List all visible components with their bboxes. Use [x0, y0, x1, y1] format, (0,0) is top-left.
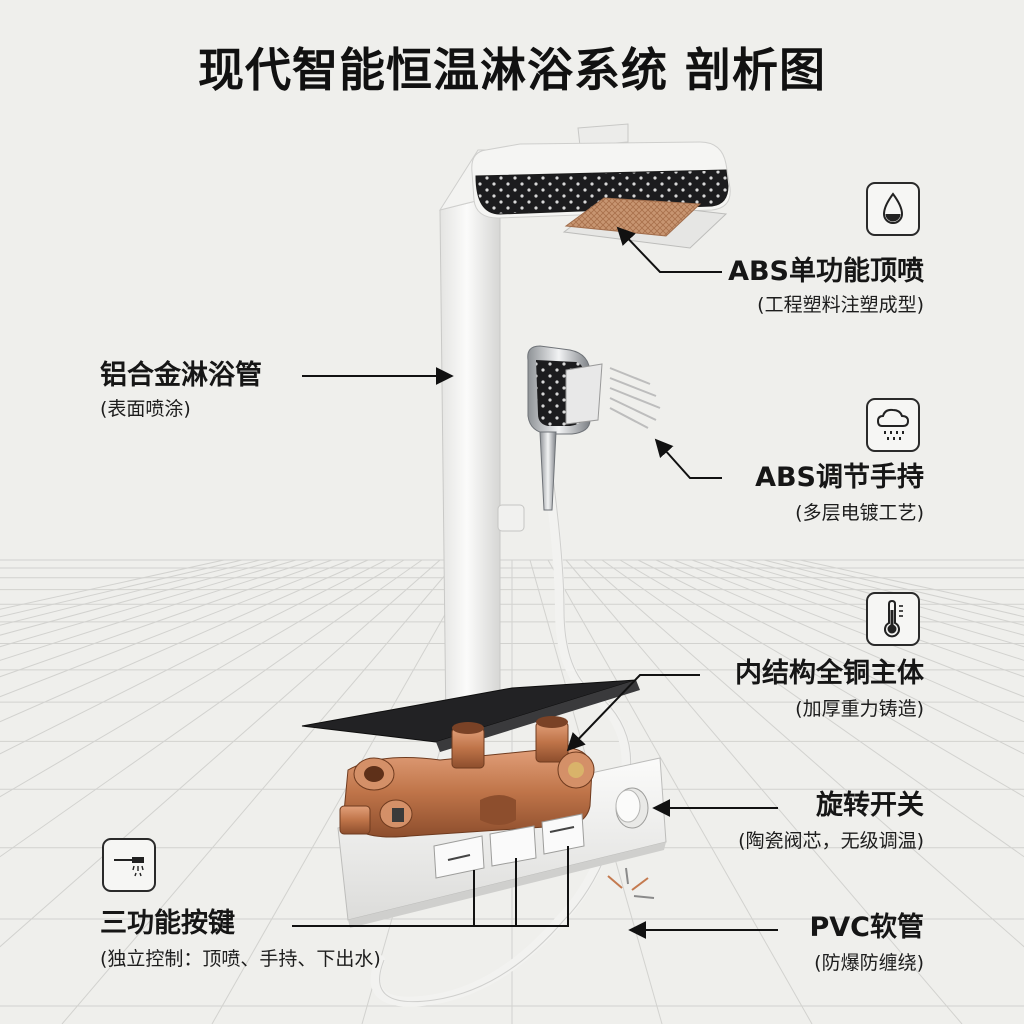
page-title: 现代智能恒温淋浴系统 剖析图	[197, 43, 826, 97]
three-buttons-icon-box	[102, 838, 156, 892]
thermometer-icon	[884, 599, 903, 638]
copper-body-icon-box	[866, 592, 920, 646]
hose-cut-wires	[607, 867, 655, 899]
top-spray-label: ABS单功能顶喷	[728, 256, 924, 287]
hand-shower-icon-box	[866, 398, 920, 452]
water-drop-icon	[882, 192, 904, 224]
pipe-sub: (表面喷涂)	[100, 398, 191, 420]
copper-body-sub: (加厚重力铸造)	[795, 698, 924, 720]
copper-valve-body	[339, 716, 595, 838]
three-buttons-sub: (独立控制：顶喷、手持、下出水)	[100, 948, 381, 970]
top-spray-icon-box	[866, 182, 920, 236]
rotary-switch-sub: (陶瓷阀芯，无级调温)	[738, 830, 924, 852]
rotary-switch-label: 旋转开关	[816, 790, 924, 821]
hand-shower-holder	[497, 504, 525, 532]
hand-shower-sub: (多层电镀工艺)	[795, 502, 924, 524]
rotary-knob	[615, 787, 649, 829]
leader-lines	[292, 226, 778, 939]
hand-shower-label: ABS调节手持	[755, 462, 924, 493]
aluminium-pipe	[438, 149, 531, 731]
pipe-label: 铝合金淋浴管	[100, 360, 262, 391]
shower-head-icon	[114, 857, 144, 877]
rain-cloud-icon	[876, 408, 910, 440]
top-spray-sub: (工程塑料注塑成型)	[757, 294, 924, 316]
pvc-hose-sub: (防爆防缠绕)	[814, 952, 924, 974]
copper-body-label: 内结构全铜主体	[735, 658, 924, 689]
hand-shower	[527, 345, 661, 511]
pvc-hose-label: PVC软管	[809, 912, 925, 943]
three-function-buttons	[433, 813, 585, 879]
overhead-shower-head	[471, 123, 731, 249]
three-buttons-label: 三功能按键	[100, 908, 235, 939]
